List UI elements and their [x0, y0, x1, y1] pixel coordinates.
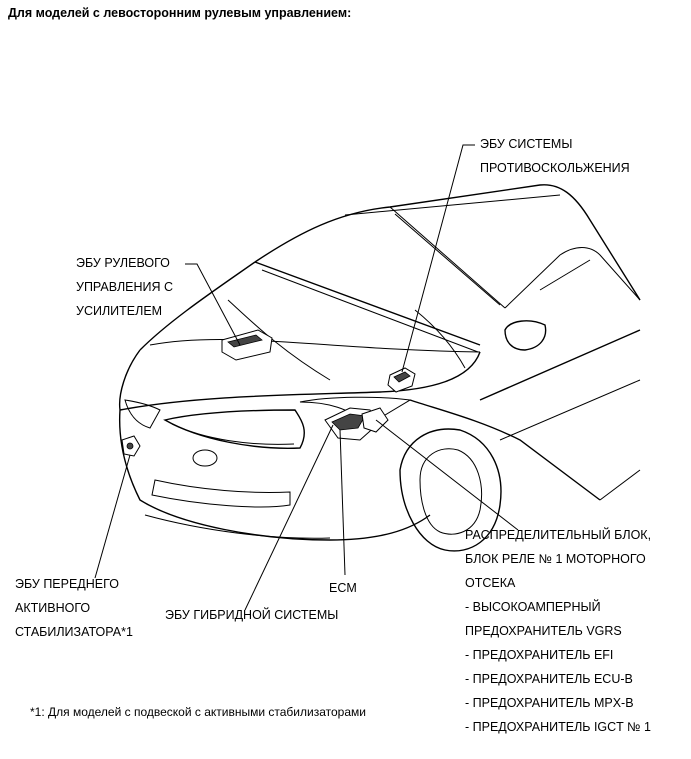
- abs-ecu-label: ЭБУ СИСТЕМЫ ПРОТИВОСКОЛЬЖЕНИЯ: [480, 137, 630, 175]
- hybrid-ecu-label: ЭБУ ГИБРИДНОЙ СИСТЕМЫ: [165, 608, 339, 622]
- front-stabilizer-ecu-component: [121, 435, 141, 457]
- front-stabilizer-ecu-label: ЭБУ ПЕРЕДНЕГО АКТИВНОГО СТАБИЛИЗАТОРА*1: [15, 577, 133, 639]
- eps-ecu-label: ЭБУ РУЛЕВОГО УПРАВЛЕНИЯ С УСИЛИТЕЛЕМ: [76, 256, 174, 318]
- ecm-label: ECM: [329, 581, 357, 595]
- eps-ecu-component: [221, 329, 273, 361]
- junction-block-label: РАСПРЕДЕЛИТЕЛЬНЫЙ БЛОК, БЛОК РЕЛЕ № 1 МО…: [465, 528, 652, 734]
- footnote: *1: Для моделей с подвеской с активными …: [30, 705, 366, 719]
- abs-ecu-component: [387, 367, 416, 393]
- engine-bay-components: [324, 407, 389, 441]
- page-heading: Для моделей с левосторонним рулевым упра…: [8, 6, 352, 20]
- leader-lines: [94, 144, 519, 611]
- car-body-outline: [118, 184, 641, 552]
